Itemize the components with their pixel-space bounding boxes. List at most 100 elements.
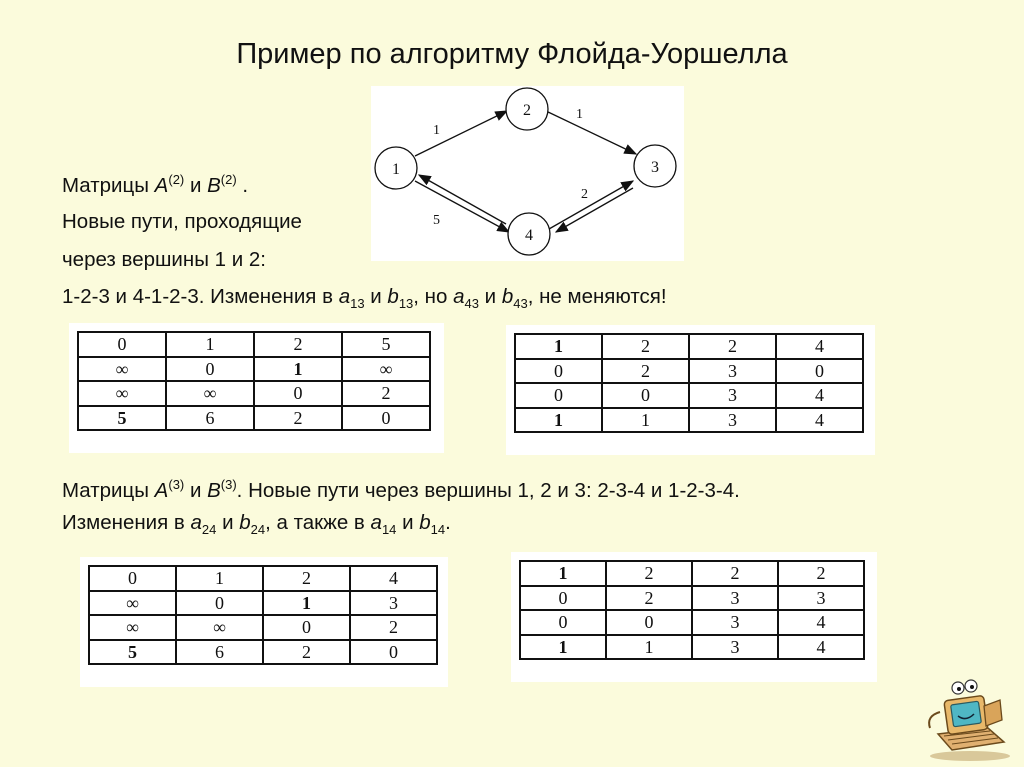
- matrix-cell: 3: [349, 589, 438, 616]
- matrix-cell: 0: [514, 382, 603, 409]
- matrix-cell: 4: [777, 633, 865, 660]
- matrix-cell: 5: [341, 331, 431, 358]
- graph-node: 1: [374, 146, 418, 190]
- text-line-2: Новые пути, проходящие: [62, 210, 302, 233]
- svg-text:4: 4: [525, 227, 533, 244]
- matrix-cell: 0: [605, 609, 693, 636]
- matrix-cell: 3: [777, 584, 865, 611]
- matrix-cell: 4: [777, 609, 865, 636]
- matrix-cell: 2: [777, 560, 865, 587]
- matrix-cell: 6: [165, 404, 255, 431]
- matrix-cell: 1: [605, 633, 693, 660]
- matrix-cell: 2: [349, 614, 438, 641]
- matrix-cell: 2: [688, 333, 777, 360]
- matrix-cell: 0: [165, 355, 255, 382]
- matrix-cell: 0: [519, 609, 607, 636]
- edge-1-2: [414, 110, 509, 157]
- matrix-cell: 0: [253, 380, 343, 407]
- matrix-cell: ∞: [77, 380, 167, 407]
- matrix-cell: ∞: [88, 589, 177, 616]
- matrix-cell: 3: [691, 633, 779, 660]
- svg-text:2: 2: [523, 102, 531, 119]
- matrix-cell: 0: [77, 331, 167, 358]
- matrix-cell: 0: [775, 357, 864, 384]
- edge-4-1: [417, 174, 507, 225]
- matrix-cell: 1: [165, 331, 255, 358]
- matrix-cell: 2: [253, 331, 343, 358]
- edge-3-4: [554, 187, 634, 233]
- edge-label: 1: [576, 107, 583, 122]
- graph-svg: 1 2 3 4 1 1 2 5: [374, 87, 677, 256]
- edge-label: 2: [581, 187, 588, 202]
- matrix-cell: 1: [175, 565, 264, 592]
- matrix-cell: 3: [688, 382, 777, 409]
- matrix-cell: 1: [519, 560, 607, 587]
- matrix-cell: 1: [601, 406, 690, 433]
- matrix-cell: 3: [691, 584, 779, 611]
- edge-1-4: [414, 180, 511, 233]
- text-line-3: через вершины 1 и 2:: [62, 248, 266, 271]
- matrix-cell: ∞: [165, 380, 255, 407]
- matrix-cell: 1: [514, 333, 603, 360]
- matrix-cell: 0: [514, 357, 603, 384]
- matrix-cell: 4: [775, 333, 864, 360]
- matrix-cell: ∞: [175, 614, 264, 641]
- matrix-cell: 1: [262, 589, 351, 616]
- matrix-cell: ∞: [77, 355, 167, 382]
- matrix-cell: 2: [601, 333, 690, 360]
- matrix-cell: 3: [691, 609, 779, 636]
- computer-mascot-icon: [928, 679, 1010, 761]
- matrix-cell: 2: [691, 560, 779, 587]
- matrix-cell: 2: [605, 584, 693, 611]
- matrix-cell: 3: [688, 406, 777, 433]
- graph-node: 3: [633, 144, 677, 188]
- matrix-cell: 2: [262, 638, 351, 665]
- matrix-cell: 1: [519, 633, 607, 660]
- svg-text:1: 1: [392, 161, 400, 178]
- matrix-cell: 4: [775, 382, 864, 409]
- text-line-4: 1-2-3 и 4-1-2-3. Изменения в a13 и b13, …: [62, 285, 667, 312]
- matrix-cell: 2: [601, 357, 690, 384]
- edge-label: 5: [433, 213, 440, 228]
- graph-node: 4: [507, 212, 551, 256]
- matrix-cell: 5: [88, 638, 177, 665]
- text-line-6: Изменения в a24 и b24, а также в a14 и b…: [62, 511, 451, 538]
- edge-2-3: [545, 110, 638, 155]
- matrix-cell: 0: [175, 589, 264, 616]
- matrix-cell: ∞: [88, 614, 177, 641]
- matrix-cell: 0: [601, 382, 690, 409]
- matrix-cell: 6: [175, 638, 264, 665]
- graph-node: 2: [505, 87, 549, 131]
- matrix-cell: 4: [349, 565, 438, 592]
- matrix-cell: 3: [688, 357, 777, 384]
- edge-label: 1: [433, 123, 440, 138]
- matrix-cell: 0: [349, 638, 438, 665]
- matrix-cell: 0: [519, 584, 607, 611]
- matrix-cell: 5: [77, 404, 167, 431]
- matrix-cell: 2: [605, 560, 693, 587]
- matrix-cell: 4: [775, 406, 864, 433]
- svg-text:3: 3: [651, 159, 659, 176]
- graph-diagram: 1 2 3 4 1 1 2 5: [371, 86, 684, 261]
- text-line-5: Матрицы A(3) и B(3). Новые пути через ве…: [62, 477, 740, 502]
